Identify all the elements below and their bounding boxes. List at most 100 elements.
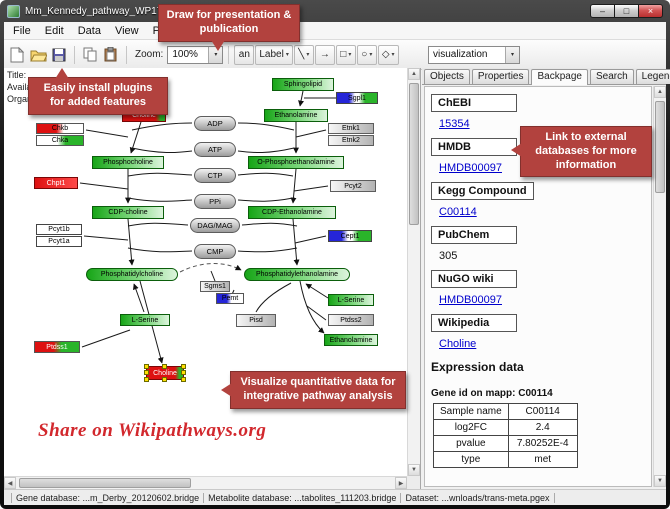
scrollbar-thumb[interactable] bbox=[409, 83, 419, 225]
chevron-down-icon: ▾ bbox=[391, 52, 395, 58]
pathway-node-ethanolamine[interactable]: Ethanolamine bbox=[324, 334, 378, 346]
maximize-button[interactable]: □ bbox=[614, 4, 639, 18]
selection-handle[interactable] bbox=[181, 377, 186, 382]
pathway-node-etnk2[interactable]: Etnk2 bbox=[328, 135, 374, 146]
pathway-node-pemt[interactable]: Pemt bbox=[216, 293, 244, 304]
pathway-node-chka[interactable]: Chka bbox=[36, 135, 84, 146]
pathway-node-chpt1[interactable]: Chpt1 bbox=[34, 177, 78, 189]
pathway-node-ethanolamine[interactable]: Ethanolamine bbox=[264, 109, 328, 122]
pathway-node-ptdss1[interactable]: Ptdss1 bbox=[34, 341, 80, 353]
pathway-node-ptdss2[interactable]: Ptdss2 bbox=[328, 314, 374, 326]
save-button[interactable] bbox=[49, 45, 69, 65]
pathway-node-cdp-ethanolamine[interactable]: CDP-Ethanolamine bbox=[248, 206, 336, 219]
pathway-node-ppi[interactable]: PPi bbox=[194, 194, 236, 209]
scrollbar-thumb[interactable] bbox=[655, 101, 665, 193]
pathway-node-l-serine[interactable]: L-Serine bbox=[120, 314, 170, 326]
pathway-node-l-serine[interactable]: L-Serine bbox=[328, 294, 374, 306]
backpage-value-wikipedia[interactable]: Choline bbox=[439, 338, 477, 350]
backpage-value-hmdb[interactable]: HMDB00097 bbox=[439, 162, 502, 174]
line-tool[interactable]: ╲▾ bbox=[293, 44, 314, 65]
arrow-tool[interactable]: → bbox=[314, 44, 335, 65]
pathway-node-sgms1[interactable]: Sgms1 bbox=[200, 281, 230, 292]
backpage-value-kegg[interactable]: C00114 bbox=[439, 206, 477, 218]
selection-handle[interactable] bbox=[162, 364, 167, 369]
status-bar: Gene database: ...m_Derby_20120602.bridg… bbox=[4, 489, 666, 505]
close-button[interactable]: × bbox=[638, 4, 663, 18]
pathway-node-pisd[interactable]: Pisd bbox=[236, 314, 276, 327]
pathway-node-phosphatidylethanolamine[interactable]: Phosphatidylethanolamine bbox=[244, 268, 350, 281]
gene-product-tool[interactable]: an bbox=[234, 44, 255, 65]
title-bar[interactable]: Mm_Kennedy_pathway_WP1771_45176.gpml –□× bbox=[0, 0, 670, 22]
chevron-down-icon[interactable]: ▾ bbox=[505, 46, 519, 63]
pathway-node-sphingolipid[interactable]: Sphingolipid bbox=[272, 78, 334, 91]
scrollbar-thumb[interactable] bbox=[19, 478, 191, 488]
scroll-up-icon[interactable]: ▲ bbox=[654, 86, 666, 98]
tab-backpage[interactable]: Backpage bbox=[531, 69, 588, 85]
minimize-button[interactable]: – bbox=[590, 4, 615, 18]
scroll-down-icon[interactable]: ▼ bbox=[654, 475, 666, 487]
copy-button[interactable] bbox=[80, 45, 100, 65]
pathway-node-pcyt2[interactable]: Pcyt2 bbox=[330, 180, 376, 192]
pathway-node-phosphatidylcholine[interactable]: Phosphatidylcholine bbox=[86, 268, 178, 281]
label-tool-glyph: Label bbox=[259, 49, 284, 60]
pathway-node-cdp-choline[interactable]: CDP-choline bbox=[92, 206, 164, 219]
label-tool[interactable]: Label▾ bbox=[255, 44, 293, 65]
callout-text: Link to external databases for more info… bbox=[535, 131, 637, 171]
selection-handle[interactable] bbox=[144, 364, 149, 369]
menu-file[interactable]: File bbox=[13, 24, 31, 37]
canvas-horizontal-scrollbar[interactable]: ◀ ▶ bbox=[4, 476, 407, 489]
tab-legend[interactable]: Legend bbox=[635, 69, 670, 84]
backpage-header-pubchem: PubChem bbox=[431, 226, 517, 244]
pathway-node-atp[interactable]: ATP bbox=[194, 142, 236, 157]
scroll-right-icon[interactable]: ▶ bbox=[395, 477, 407, 489]
panel-scrollbar[interactable]: ▲ ▼ bbox=[653, 86, 666, 487]
shape-tool[interactable]: ◇▾ bbox=[377, 44, 399, 65]
scroll-left-icon[interactable]: ◀ bbox=[4, 477, 16, 489]
status-divider bbox=[11, 492, 12, 503]
backpage-value-chebi[interactable]: 15354 bbox=[439, 118, 470, 130]
pathway-node-cept1[interactable]: Cept1 bbox=[328, 230, 372, 242]
menu-edit[interactable]: Edit bbox=[44, 24, 64, 37]
menu-view[interactable]: View bbox=[114, 24, 139, 37]
selection-handle[interactable] bbox=[144, 377, 149, 382]
pathway-node-cmp[interactable]: CMP bbox=[194, 244, 236, 259]
rectangle-tool-glyph: □ bbox=[340, 49, 347, 60]
open-button[interactable] bbox=[28, 45, 48, 65]
menu-data[interactable]: Data bbox=[77, 24, 101, 37]
pathway-node-sgpl1[interactable]: Sgpl1 bbox=[336, 92, 378, 104]
paste-button[interactable] bbox=[101, 45, 121, 65]
pathway-node-o-phosphoethanolamine[interactable]: O-Phosphoethanolamine bbox=[248, 156, 344, 169]
tab-search[interactable]: Search bbox=[589, 69, 634, 84]
zoom-select[interactable]: 100% ▾ bbox=[167, 45, 224, 64]
pathway-node-choline[interactable]: Choline bbox=[144, 364, 186, 382]
canvas-vertical-scrollbar[interactable]: ▲ ▼ bbox=[407, 68, 420, 476]
status-segment: Metabolite database: ...tabolites_111203… bbox=[208, 492, 397, 503]
selection-handle[interactable] bbox=[162, 377, 167, 382]
selection-handle[interactable] bbox=[181, 364, 186, 369]
pathway-node-pcyt1a[interactable]: Pcyt1a bbox=[36, 236, 82, 247]
chevron-down-icon[interactable]: ▾ bbox=[208, 46, 223, 63]
canvas-info-line: Title: bbox=[7, 70, 27, 80]
pathway-node-dag-mag[interactable]: DAG/MAG bbox=[190, 218, 240, 233]
pathway-node-adp[interactable]: ADP bbox=[194, 116, 236, 131]
tab-objects[interactable]: Objects bbox=[424, 69, 470, 84]
backpage-value-nugo[interactable]: HMDB00097 bbox=[439, 294, 502, 306]
tab-properties[interactable]: Properties bbox=[471, 69, 530, 84]
pathway-node-ctp[interactable]: CTP bbox=[194, 168, 236, 183]
backpage-header-chebi: ChEBI bbox=[431, 94, 517, 112]
scroll-down-icon[interactable]: ▼ bbox=[408, 464, 420, 476]
new-button[interactable] bbox=[7, 45, 27, 65]
ellipse-tool[interactable]: ○▾ bbox=[356, 44, 377, 65]
pathway-node-pcyt1b[interactable]: Pcyt1b bbox=[36, 224, 82, 235]
rectangle-tool[interactable]: □▾ bbox=[335, 44, 356, 65]
pathway-node-chkb[interactable]: Chkb bbox=[36, 123, 84, 134]
scroll-up-icon[interactable]: ▲ bbox=[408, 68, 420, 80]
pathway-node-etnk1[interactable]: Etnk1 bbox=[328, 123, 374, 134]
pathway-node-phosphocholine[interactable]: Phosphocholine bbox=[92, 156, 164, 169]
selection-handle[interactable] bbox=[181, 370, 186, 375]
visualization-select[interactable]: visualization ▾ bbox=[428, 45, 520, 64]
selection-handle[interactable] bbox=[144, 370, 149, 375]
